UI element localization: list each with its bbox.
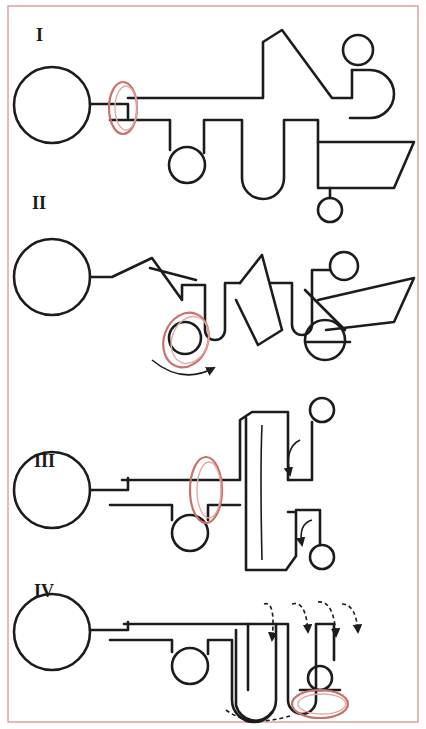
panel-number: IV (34, 582, 54, 600)
panel-number: III (34, 452, 55, 470)
panel-number: I (36, 26, 43, 44)
panel-number: II (32, 194, 46, 212)
panel-two-structure (14, 239, 414, 375)
panel-four-structure (14, 594, 358, 722)
frame (8, 6, 418, 722)
panel-three-structure (14, 398, 334, 570)
panel-one-structure (14, 30, 414, 222)
